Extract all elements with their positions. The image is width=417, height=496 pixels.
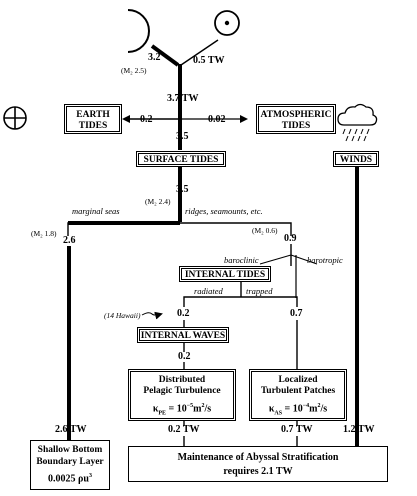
surface-tides-input-value: 3.5: [176, 131, 189, 142]
earth-tides-line2: TIDES: [78, 121, 108, 131]
abyssal-stratification-box: Maintenance of Abyssal Stratification re…: [128, 446, 388, 482]
deep-ocean-value: 0.9: [284, 233, 297, 244]
moon-power-value: 3.2: [148, 52, 161, 63]
internal-waves-value: 0.2: [178, 351, 191, 362]
sun-icon: [214, 10, 240, 36]
localized-line2: Turbulent Patches: [260, 386, 336, 396]
pelagic-line1: Distributed: [158, 375, 206, 385]
trapped-label: trapped: [246, 286, 273, 296]
localized-bottom-value: 0.7 TW: [281, 424, 313, 435]
total-tidal-power: 3.7 TW: [167, 93, 199, 104]
marginal-m2-constituent: (M₂ 1.8): [31, 229, 57, 238]
pelagic-bottom-value: 0.2 TW: [168, 424, 200, 435]
atmospheric-tides-line2: TIDES: [281, 121, 311, 131]
internal-tides-box: INTERNAL TIDES: [179, 266, 271, 282]
internal-tides-label: INTERNAL TIDES: [184, 270, 266, 280]
deep-m2-constituent: (M₂ 0.6): [252, 226, 278, 235]
winds-value: 1.2 TW: [343, 424, 375, 435]
marginal-seas-value: 2.6: [63, 235, 76, 246]
pelagic-turbulence-box: Distributed Pelagic Turbulence κPE = 10−…: [128, 369, 236, 421]
surface-tides-m2-constituent: (M₂ 2.4): [145, 197, 171, 206]
pelagic-line2: Pelagic Turbulence: [143, 386, 221, 396]
localized-line1: Localized: [278, 375, 318, 385]
marginal-seas-label: marginal seas: [72, 206, 120, 216]
shallow-bottom-formula: 0.0025 ρu3: [48, 473, 92, 485]
atmospheric-tides-line1: ATMOSPHERIC: [260, 110, 332, 120]
rain-cloud-icon: [337, 103, 378, 142]
pelagic-diffusivity: κPE = 10−5m2/s: [152, 403, 212, 417]
internal-waves-label: INTERNAL WAVES: [140, 331, 226, 341]
atmospheric-tides-value: 0.02: [208, 114, 226, 125]
earth-tides-value: 0.2: [140, 114, 153, 125]
hawaii-note: (14 Hawaii): [104, 311, 141, 320]
shallow-bottom-line2: Boundary Layer: [36, 457, 104, 467]
localized-diffusivity: κAS = 10−4m2/s: [268, 403, 328, 417]
winds-label: WINDS: [339, 155, 373, 165]
shallow-bottom-box: Shallow Bottom Boundary Layer 0.0025 ρu3: [30, 440, 110, 490]
trapped-value: 0.7: [290, 308, 303, 319]
surface-tides-output-value: 3.5: [176, 184, 189, 195]
localized-patches-box: Localized Turbulent Patches κAS = 10−4m2…: [249, 369, 347, 421]
atmospheric-tides-box: ATMOSPHERIC TIDES: [256, 104, 336, 134]
marginal-bottom-value: 2.6 TW: [55, 424, 87, 435]
surface-tides-box: SURFACE TIDES: [136, 151, 226, 167]
earth-tides-box: EARTH TIDES: [64, 104, 122, 134]
moon-icon: [127, 9, 150, 53]
radiated-label: radiated: [194, 286, 223, 296]
earth-icon: [3, 106, 27, 130]
barotropic-label: barotropic: [307, 255, 343, 265]
sun-power-value: 0.5 TW: [193, 55, 225, 66]
shallow-bottom-line1: Shallow Bottom: [37, 445, 103, 455]
baroclinic-label: baroclinic: [224, 255, 259, 265]
abyssal-line2: requires 2.1 TW: [223, 466, 293, 477]
abyssal-line1: Maintenance of Abyssal Stratification: [177, 452, 339, 463]
radiated-value: 0.2: [177, 308, 190, 319]
ridges-seamounts-label: ridges, seamounts, etc.: [185, 206, 263, 216]
surface-tides-label: SURFACE TIDES: [143, 155, 219, 165]
moon-m2-constituent: (M₂ 2.5): [121, 66, 147, 75]
winds-box: WINDS: [333, 151, 379, 167]
earth-tides-line1: EARTH: [76, 110, 110, 120]
internal-waves-box: INTERNAL WAVES: [137, 327, 229, 343]
